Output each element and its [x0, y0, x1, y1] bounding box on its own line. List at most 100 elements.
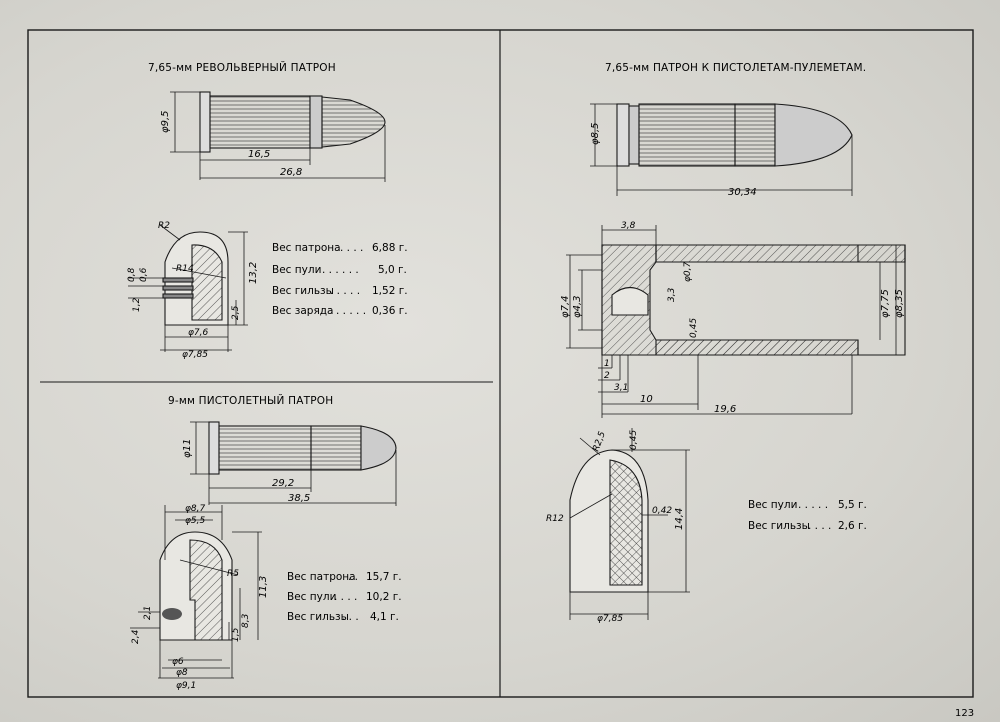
spec-value: 5,0 г. [378, 264, 407, 276]
dim-text: 11,3 [258, 576, 269, 598]
spec-value: 10,2 г. [366, 591, 402, 603]
dim-text: φ7,4 [560, 296, 571, 319]
revolver-dimension-lines [170, 91, 386, 182]
dim-text: R12 [546, 514, 564, 524]
dim-text: 2,5 [231, 305, 241, 320]
dim-text: 16,5 [248, 149, 270, 160]
spec-value: 4,1 г. [370, 611, 399, 623]
spec-value: 6,88 г. [372, 242, 408, 254]
dim-text: R5 [227, 569, 239, 579]
revolver-section: 7,65-мм РЕВОЛЬВЕРНЫЙ ПАТРОН φ9,5 16,5 26… [127, 61, 408, 360]
spec-value: 1,52 г. [372, 285, 408, 297]
spec-label: Вес гильзы [272, 285, 334, 297]
spec-value: 15,7 г. [366, 571, 402, 583]
revolver-specs: Вес патрона . . . . 6,88 г. Вес пули . .… [272, 242, 408, 317]
dim-text: 0,42 [652, 506, 672, 516]
dim-text: R2,5 [591, 430, 608, 453]
dim-text: 19,6 [714, 404, 736, 415]
dim-text: φ9,5 [160, 111, 171, 134]
spec-leader: . . . . [334, 591, 357, 603]
spec-label: Вес патрона [287, 571, 356, 583]
smg-cartridge-view [616, 103, 853, 167]
spec-label: Вес пули [272, 264, 321, 276]
dim-text: φ7,6 [188, 328, 209, 338]
dim-text: 26,8 [280, 167, 302, 178]
dim-text: φ11 [182, 439, 193, 458]
dim-text: 14,4 [674, 508, 685, 530]
dim-text: φ4,3 [572, 296, 583, 319]
dim-text: R2 [158, 221, 170, 231]
revolver-cartridge-view [199, 91, 386, 153]
dim-text: 1,2 [132, 297, 142, 312]
spec-leader: . . . [342, 611, 359, 623]
spec-label: Вес заряда [272, 305, 333, 317]
spec-value: 0,36 г. [372, 305, 408, 317]
dim-text: 3,1 [614, 383, 628, 393]
dim-text: φ7,85 [182, 350, 208, 360]
dim-text: φ8,35 [894, 289, 905, 318]
dim-text: φ5,5 [185, 516, 206, 526]
smg-specs: Вес пули . . . . . 5,5 г. Вес гильзы . .… [748, 499, 867, 532]
dim-text: φ7,75 [880, 289, 891, 318]
dim-text: 0,45 [689, 318, 699, 338]
smg-section: 7,65-мм ПАТРОН К ПИСТОЛЕТАМ-ПУЛЕМЕТАМ. φ… [546, 62, 906, 624]
dim-text: 1 [604, 359, 610, 369]
dim-text: 2,1 [143, 606, 153, 620]
page-number: 123 [955, 708, 974, 719]
dim-text: 1,5 [231, 627, 241, 642]
page-frame [27, 29, 974, 698]
spec-leader: . . . . . [330, 285, 360, 297]
spec-label: Вес патрона [272, 242, 341, 254]
dim-text: 13,2 [248, 262, 259, 284]
revolver-bullet-section [162, 231, 229, 326]
dim-text: 0,6 [139, 267, 149, 282]
revolver-bullet-dims [128, 224, 248, 352]
smg-bullet-dims [569, 428, 690, 620]
spec-leader: . . [348, 571, 358, 583]
spec-leader: . . . . [340, 242, 363, 254]
dim-text: 8,3 [241, 613, 251, 628]
smg-title: 7,65-мм ПАТРОН К ПИСТОЛЕТАМ-ПУЛЕМЕТАМ. [605, 62, 866, 74]
pistol9-specs: Вес патрона . . 15,7 г. Вес пули . . . .… [287, 571, 402, 623]
dim-text: 38,5 [288, 493, 310, 504]
dim-text: 30,34 [728, 187, 757, 198]
dim-text: φ0,7 [683, 261, 693, 282]
spec-label: Вес пули [287, 591, 336, 603]
dim-text: φ8,5 [590, 123, 601, 146]
spec-value: 5,5 г. [838, 499, 867, 511]
spec-label: Вес гильзы [287, 611, 349, 623]
dim-text: 29,2 [272, 478, 294, 489]
spec-label: Вес гильзы [748, 520, 810, 532]
dim-text: 0,45 [629, 430, 639, 450]
spec-label: Вес пули [748, 499, 797, 511]
dim-text: 2 [604, 371, 610, 381]
dim-text: φ7,85 [597, 614, 623, 624]
spec-leader: . . . . [808, 520, 831, 532]
smg-case-dims [566, 225, 906, 418]
pistol9-cartridge-view [208, 421, 397, 475]
dim-text: 10 [640, 394, 653, 405]
spec-leader: . . . . . . [322, 264, 359, 276]
pistol9-section: 9-мм ПИСТОЛЕТНЫЙ ПАТРОН φ11 29,2 38,5 [130, 394, 402, 691]
smg-bullet-section [569, 449, 649, 593]
dim-text: φ6 [172, 657, 184, 667]
pistol9-title: 9-мм ПИСТОЛЕТНЫЙ ПАТРОН [168, 394, 333, 407]
dim-text: 0,8 [127, 267, 137, 282]
dim-text: 3,8 [621, 221, 636, 231]
dim-text: 3,3 [667, 287, 677, 302]
dim-text: φ9,1 [176, 681, 196, 691]
pistol9-bullet-dims [130, 505, 262, 679]
dim-text: φ8 [176, 668, 188, 678]
pistol9-bullet-section [159, 531, 233, 641]
smg-case-section [601, 244, 906, 356]
dim-text: φ8,7 [185, 504, 206, 514]
spec-value: 2,6 г. [838, 520, 867, 532]
dim-text: R14 [176, 264, 194, 274]
spec-leader: . . . . . [798, 499, 828, 511]
pistol9-dimension-lines [190, 421, 397, 506]
smg-dimension-lines [590, 103, 853, 196]
revolver-title: 7,65-мм РЕВОЛЬВЕРНЫЙ ПАТРОН [148, 61, 336, 74]
dim-text: 2,4 [131, 629, 141, 644]
